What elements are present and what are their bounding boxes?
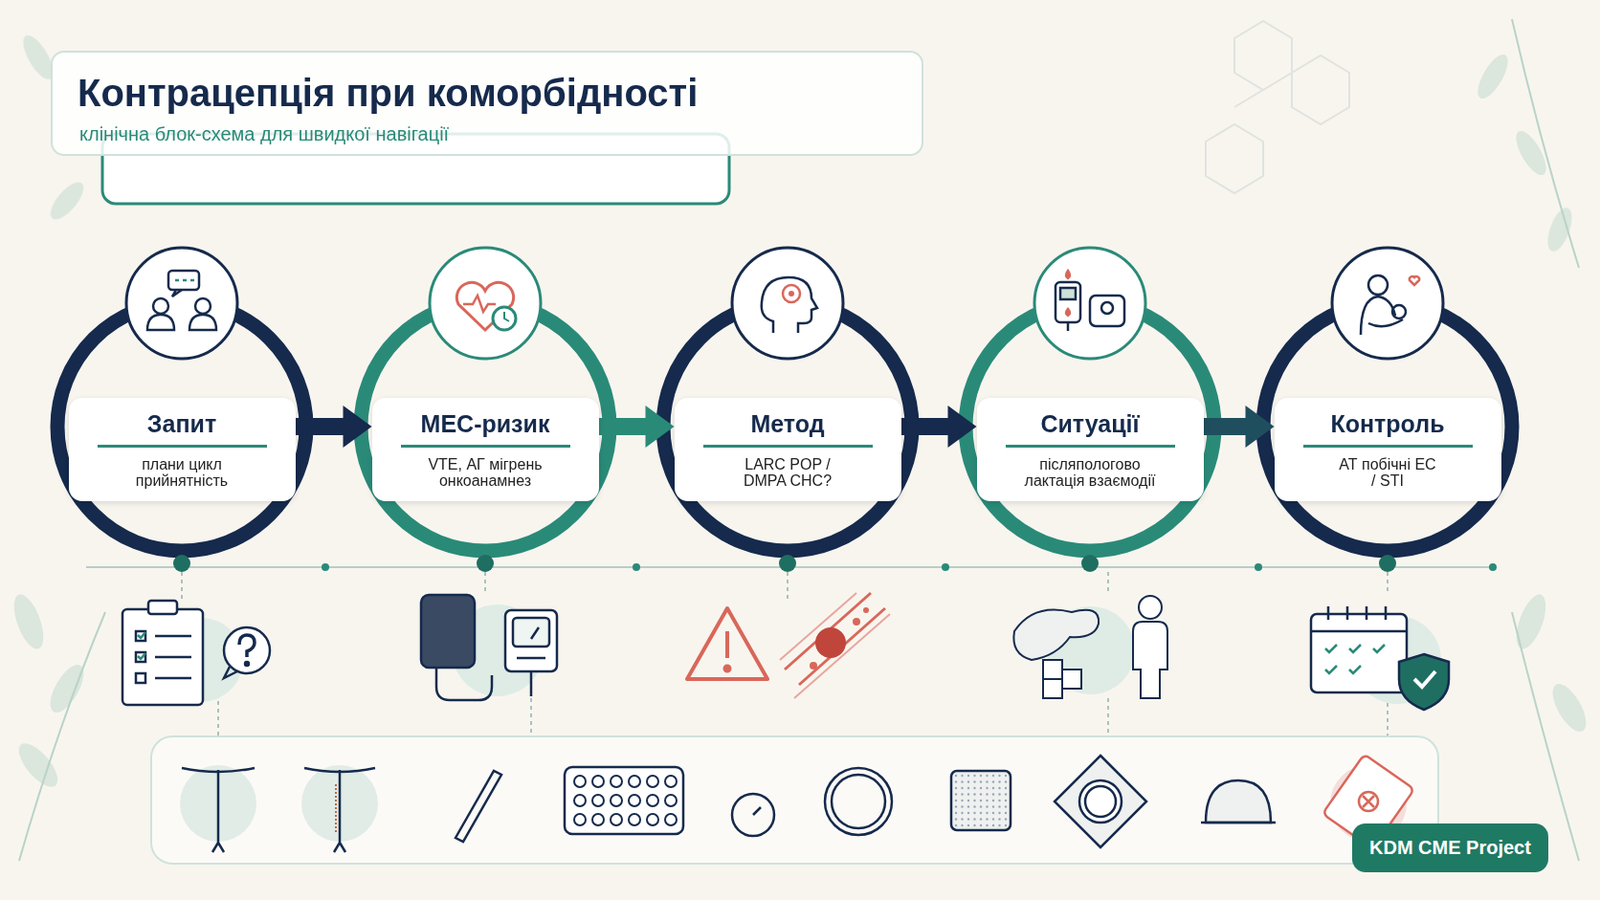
stage-body: післяпологово лактація взаємодії — [1022, 457, 1157, 490]
iv-bp-icon — [421, 595, 557, 701]
icon-circles — [126, 247, 1444, 359]
stage-body: LARC POP / DMPA CHC? — [734, 457, 841, 490]
calendar-shield-icon — [1311, 606, 1449, 711]
flow-arrow — [599, 405, 675, 448]
stage-box: MEC-ризикVTE, АГ мігрень онкоанамнез — [372, 398, 600, 502]
methods-panel — [151, 736, 1439, 865]
clipboard-icon — [122, 600, 270, 706]
project-badge: KDM CME Project — [1352, 823, 1549, 873]
leader-lines — [181, 572, 1388, 737]
stage-box: Ситуації післяпологово лактація взаємодії — [977, 398, 1204, 502]
mother-child-icon — [1360, 275, 1420, 335]
flow-arrow — [1203, 405, 1275, 448]
molecule-pattern — [1205, 21, 1350, 194]
stage-box: Контроль АТ побічні EC / STI — [1274, 398, 1502, 502]
flow-arrow — [901, 405, 978, 448]
stage-heading: Контроль — [1303, 411, 1473, 449]
leaf-stems — [19, 19, 1579, 862]
warning-icon — [687, 608, 768, 680]
method-backgrounds — [179, 765, 1407, 843]
stage-box: МетодLARC POP / DMPA CHC? — [674, 398, 902, 502]
subtitle: клінічна блок-схема для швидкої навігаці… — [79, 123, 449, 146]
stage-body: АТ побічні EC / STI — [1334, 457, 1441, 490]
head-icon — [761, 277, 818, 334]
stage-heading: Запит — [97, 411, 267, 449]
patch-texture — [955, 775, 1007, 827]
people-icon — [147, 270, 217, 331]
heart-icon — [456, 282, 516, 331]
timeline-dots — [173, 555, 1497, 573]
stage-body: VTE, АГ мігрень онкоанамнез — [422, 457, 548, 490]
stage-heading: Ситуації — [1005, 411, 1176, 449]
glucometer-scale-icon — [1055, 270, 1125, 332]
pancreas-person-icon — [1013, 596, 1168, 699]
stage-heading: MEC-ризик — [400, 411, 571, 449]
contraceptive-methods — [181, 755, 1415, 853]
flow-arrow — [295, 405, 373, 448]
stage-heading: Метод — [703, 411, 873, 449]
stage-box: Запит плани цикл прийнятність — [68, 398, 296, 502]
pill-holes — [574, 776, 677, 826]
title-box: Контрацепція при коморбідності клінічна … — [50, 50, 924, 156]
leaf-decoration — [7, 30, 1593, 794]
title: Контрацепція при коморбідності — [77, 71, 698, 115]
vessel-clot-icon — [779, 593, 890, 699]
stage-body: плани цикл прийнятність — [124, 457, 240, 490]
